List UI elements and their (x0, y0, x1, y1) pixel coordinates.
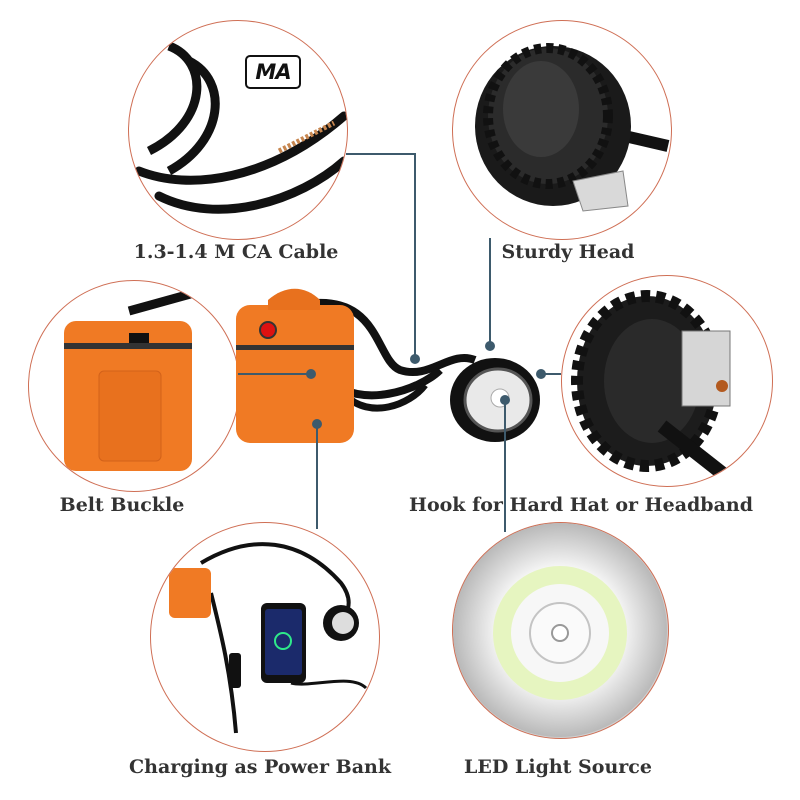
cable-illustration (134, 41, 347, 214)
battery-back-illustration (64, 288, 196, 471)
ma-certification-logo: MA (245, 55, 301, 89)
connector-buckle (238, 373, 311, 375)
cable-caption: 1.3-1.4 M CA Cable (133, 241, 339, 263)
connector-cable-h (346, 153, 415, 155)
connector-hook-dot (536, 369, 546, 379)
lamp-head-illustration (475, 43, 670, 212)
led-circle (452, 522, 669, 739)
connector-led (504, 400, 506, 532)
buckle-circle (28, 280, 240, 492)
connector-cable-v (414, 153, 416, 359)
connector-powerbank-dot (312, 419, 322, 429)
head-circle (452, 20, 672, 240)
hook-circle (561, 275, 773, 487)
cable-circle: MA (128, 20, 348, 240)
hook-caption: Hook for Hard Hat or Headband (408, 494, 754, 516)
connector-cable-dot (410, 354, 420, 364)
led-illustration (453, 523, 667, 737)
buckle-caption: Belt Buckle (59, 494, 185, 516)
led-caption: LED Light Source (464, 756, 652, 778)
head-caption: Sturdy Head (501, 241, 635, 263)
connector-led-dot (500, 395, 510, 405)
connector-head (489, 238, 491, 346)
connector-hook (541, 373, 561, 375)
hook-illustration (571, 290, 737, 486)
powerbank-illustration (169, 542, 368, 734)
connector-head-dot (485, 341, 495, 351)
connector-buckle-dot (306, 369, 316, 379)
connector-powerbank (316, 424, 318, 529)
powerbank-caption: Charging as Power Bank (129, 756, 391, 778)
powerbank-circle (150, 522, 380, 752)
